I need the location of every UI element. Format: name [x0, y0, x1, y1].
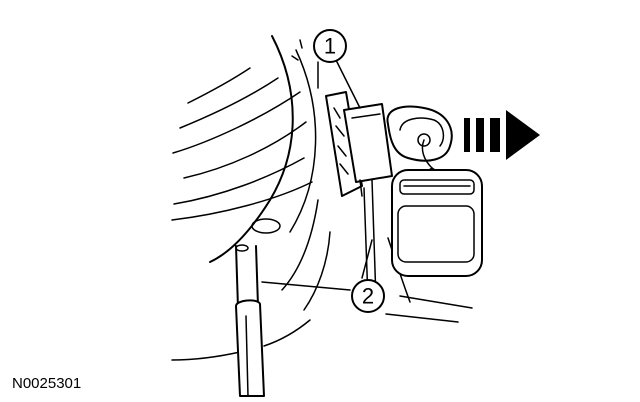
callout-1: 1 — [313, 29, 347, 63]
panel-slot — [235, 244, 249, 252]
column-shroud-lines — [171, 35, 473, 361]
callout-leaders — [261, 59, 373, 291]
dashed-right-arrow-icon — [464, 110, 540, 160]
callout-2: 2 — [351, 279, 385, 313]
panel-hole — [251, 218, 281, 234]
callout-1-label: 1 — [324, 34, 336, 59]
ignition-key — [386, 105, 453, 162]
figure-id: N0025301 — [12, 375, 81, 392]
ignition-lock-cylinder — [325, 91, 393, 301]
callout-2-label: 2 — [362, 284, 374, 309]
key-fob — [391, 139, 483, 277]
release-tool — [235, 245, 265, 397]
